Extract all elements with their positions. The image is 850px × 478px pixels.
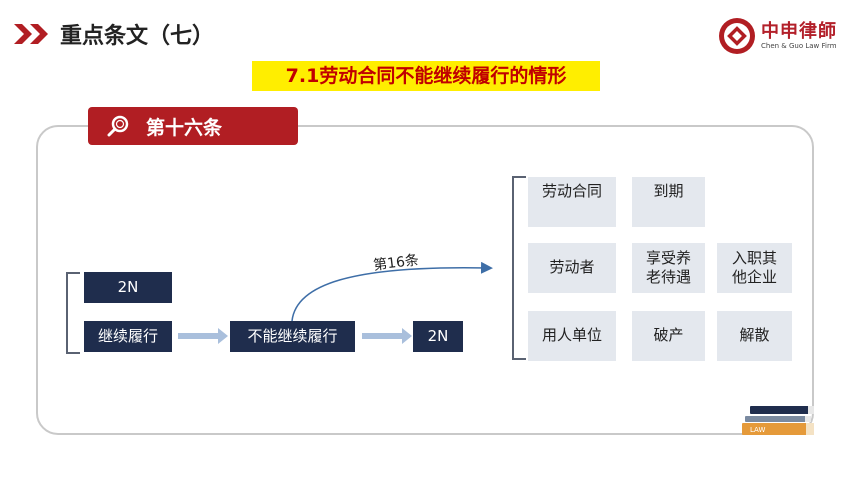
result-2n-box: 2N — [413, 321, 463, 352]
row-header-contract: 劳动合同 — [528, 177, 616, 227]
cell-pension: 享受养 老待遇 — [632, 243, 705, 293]
article-tab-label: 第十六条 — [146, 117, 223, 139]
top-2n-box: 2N — [84, 272, 172, 303]
cell-expire: 到期 — [632, 177, 705, 227]
row-header-worker: 劳动者 — [528, 243, 616, 293]
continue-box: 继续履行 — [84, 321, 172, 352]
cell-other-employer: 入职其 他企业 — [717, 243, 792, 293]
books-law-label: LAW — [750, 426, 765, 434]
cannot-continue-box: 不能继续履行 — [230, 321, 355, 352]
logo-name-en: Chen & Guo Law Firm — [761, 42, 837, 50]
article-tab: 第十六条 — [88, 107, 298, 145]
cell-dissolve: 解散 — [717, 311, 792, 361]
double-chevron-icon — [14, 24, 48, 44]
law-books-decoration: LAW — [742, 406, 814, 435]
row-header-employer: 用人单位 — [528, 311, 616, 361]
magnifier-icon — [107, 115, 129, 137]
left-bracket — [66, 272, 80, 354]
logo-name-cn: 中申律師 — [761, 21, 837, 42]
right-bracket — [512, 176, 526, 360]
page-title: 重点条文（七） — [60, 24, 215, 49]
cell-bankrupt: 破产 — [632, 311, 705, 361]
slide-subtitle: 7.1劳动合同不能继续履行的情形 — [252, 61, 600, 91]
firm-seal-icon — [719, 18, 755, 54]
firm-logo: 中申律師 Chen & Guo Law Firm — [717, 14, 837, 58]
